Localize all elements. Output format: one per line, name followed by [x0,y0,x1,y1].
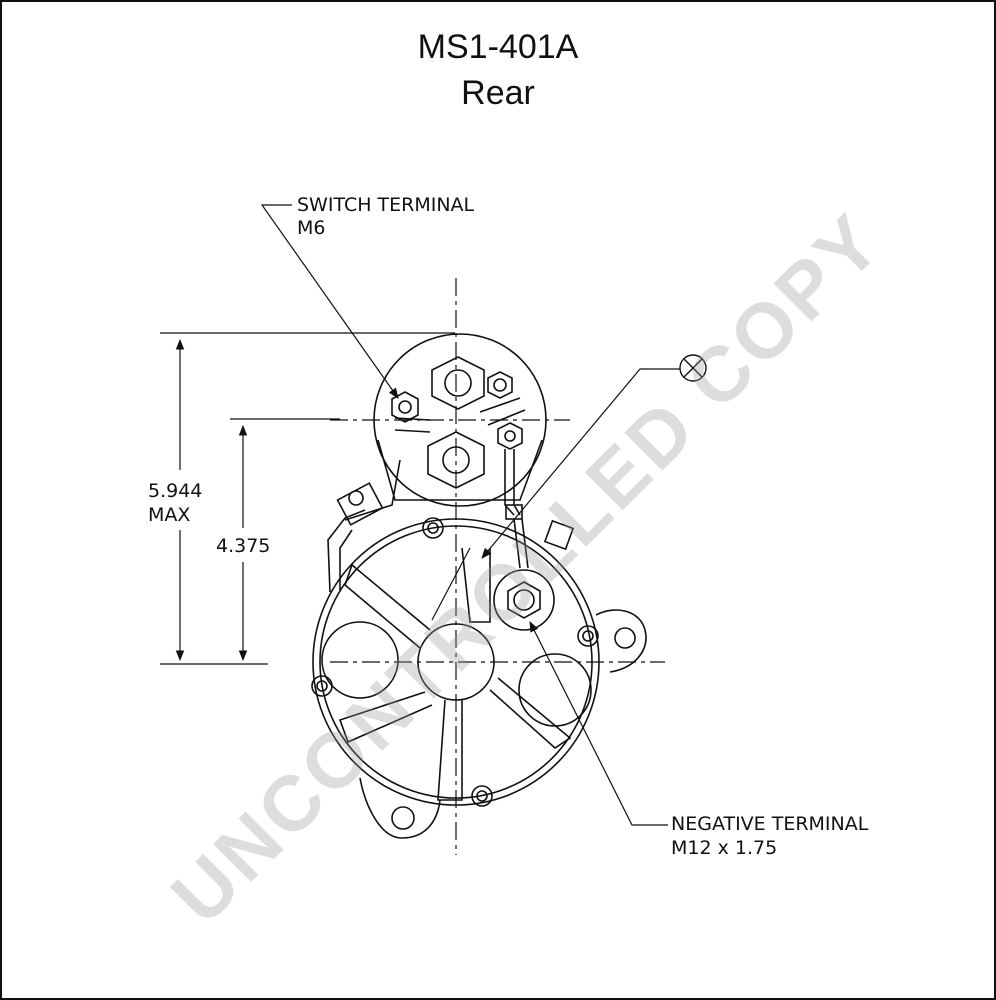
mounting-holes [311,517,599,807]
dimension-lines [160,332,455,665]
switch-terminal-label: SWITCH TERMINAL [297,194,475,216]
centerlines [330,278,665,855]
starter-housing [312,509,647,839]
negative-terminal-stud [493,569,555,631]
switch-terminal-stud [391,391,419,423]
page-title: MS1-401A [417,28,579,66]
crossed-circle-icon [679,354,707,382]
end-frame-ribs [321,547,592,801]
view-subtitle: Rear [461,74,535,112]
overall-height-qualifier: MAX [148,504,191,526]
negative-terminal-size: M12 x 1.75 [671,837,778,859]
overall-height-value: 5.944 [148,480,203,502]
negative-terminal-label: NEGATIVE TERMINAL [671,813,869,835]
solenoid-cap [336,333,547,526]
leader-lines [260,204,680,826]
field-wire-lead [497,422,529,569]
switch-terminal-size: M6 [297,217,326,239]
terminal-height-value: 4.375 [216,535,271,557]
